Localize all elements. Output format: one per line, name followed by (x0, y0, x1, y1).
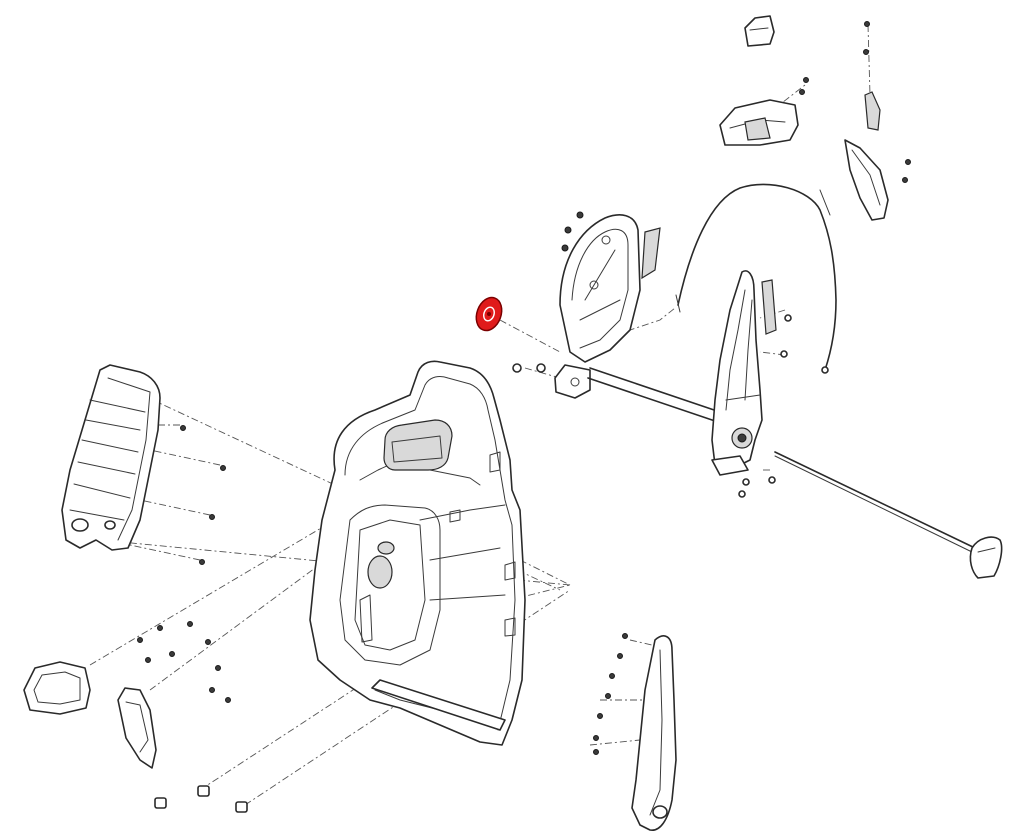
seat-back-shell (309, 360, 526, 746)
recliner-mechanism-right (711, 270, 777, 476)
fastener (536, 363, 546, 373)
fastener (576, 211, 584, 219)
fastener (209, 687, 215, 693)
right-side-panel (631, 635, 677, 831)
fastener (145, 657, 151, 663)
fastener (622, 633, 628, 639)
lower-trim-bracket (117, 687, 157, 769)
left-side-panel (61, 364, 161, 551)
highlighted-part-washer[interactable] (472, 294, 506, 334)
fastener (199, 559, 205, 565)
fastener (169, 651, 175, 657)
fastener (784, 314, 792, 322)
fastener (180, 425, 186, 431)
lower-left-trim (23, 661, 91, 715)
fastener (512, 363, 522, 373)
fastener (799, 89, 805, 95)
fasteners (137, 21, 911, 755)
recliner-bracket-left (554, 214, 661, 399)
fastener (609, 673, 615, 679)
fastener (225, 697, 231, 703)
upper-trim-cover (719, 99, 799, 146)
fastener (137, 637, 143, 643)
small-cap-top (744, 15, 775, 47)
fastener (905, 159, 911, 165)
clips (154, 785, 248, 813)
fastener (803, 77, 809, 83)
fastener (209, 514, 215, 520)
fastener (220, 465, 226, 471)
fastener (187, 621, 193, 627)
fastener (593, 735, 599, 741)
fastener (157, 625, 163, 631)
fastener (205, 639, 211, 645)
fastener (593, 749, 599, 755)
cross-bar (587, 367, 721, 423)
fastener (738, 490, 746, 498)
fastener (863, 49, 869, 55)
fastener (215, 665, 221, 671)
fastener (780, 350, 788, 358)
release-lever (844, 91, 889, 221)
fastener (902, 177, 908, 183)
fastener (597, 713, 603, 719)
fastener (864, 21, 870, 27)
fastener (617, 653, 623, 659)
fastener (742, 478, 750, 486)
release-rod (774, 451, 1003, 579)
fastener (564, 226, 572, 234)
fastener (605, 693, 611, 699)
release-cable (675, 183, 837, 374)
fastener (768, 476, 776, 484)
fastener (561, 244, 569, 252)
